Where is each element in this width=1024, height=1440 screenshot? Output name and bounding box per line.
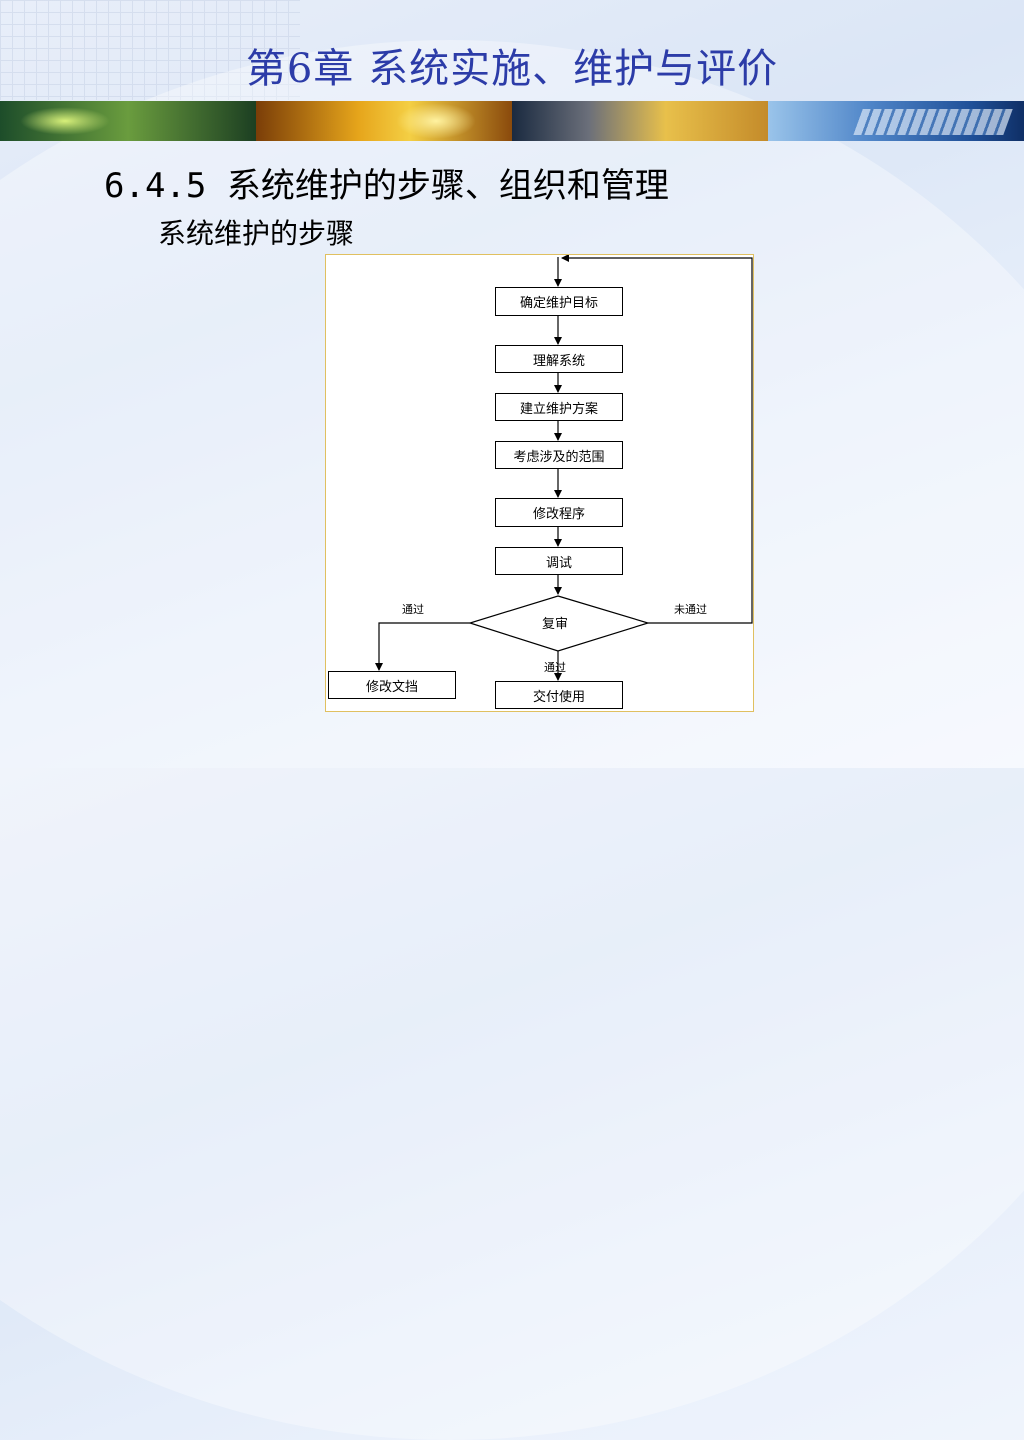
step-understand-system: 理解系统 — [495, 345, 623, 373]
header-banner — [0, 101, 1024, 141]
output-deliver: 交付使用 — [495, 681, 623, 709]
step-build-plan: 建立维护方案 — [495, 393, 623, 421]
step-modify-program: 修改程序 — [495, 498, 623, 527]
step-consider-scope: 考虑涉及的范围 — [495, 441, 623, 469]
banner-image-disk — [256, 101, 512, 141]
grid-background — [0, 0, 300, 100]
step-debug: 调试 — [495, 547, 623, 575]
flowchart-connectors — [375, 255, 753, 681]
section-heading: 6.4.5 系统维护的步骤、组织和管理 — [104, 166, 669, 206]
maintenance-flowchart: 确定维护目标 理解系统 建立维护方案 考虑涉及的范围 修改程序 调试 复审 通过… — [325, 254, 754, 712]
section-subheading: 系统维护的步骤 — [158, 217, 355, 250]
decision-review-label: 复审 — [542, 617, 569, 632]
banner-image-keyboard — [768, 101, 1024, 141]
pass-down-label: 通过 — [544, 661, 566, 674]
fail-right-label: 未通过 — [674, 603, 707, 616]
slide-title: 第6章 系统实施、维护与评价 — [245, 46, 779, 92]
arrow-fail-loop — [561, 255, 753, 624]
arrow-decision-docs — [375, 622, 470, 671]
banner-image-lab — [512, 101, 768, 141]
banner-image-plant — [0, 101, 256, 141]
step-set-goal: 确定维护目标 — [495, 287, 623, 316]
output-modify-docs: 修改文挡 — [328, 671, 456, 699]
pass-left-label: 通过 — [402, 603, 424, 616]
background-swoosh — [0, 40, 1024, 1440]
